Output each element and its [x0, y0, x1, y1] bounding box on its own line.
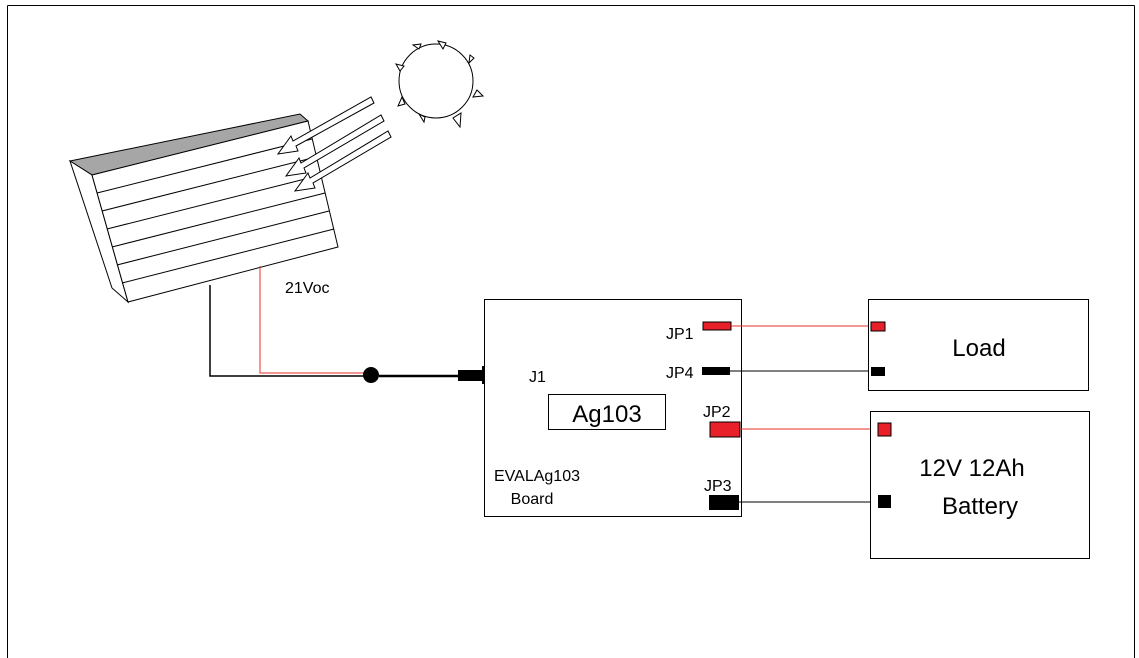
jp4-connector: [702, 367, 730, 375]
light-ray-arrow-icon: [284, 114, 385, 177]
load-positive-terminal: [870, 321, 886, 332]
frame-border: [7, 5, 1135, 658]
junction-dot: [363, 367, 379, 383]
panel-positive-lead: [259, 266, 370, 374]
voltage-label: 21Voc: [285, 280, 329, 297]
board-name-line1: EVALAg103: [494, 468, 580, 485]
solar-panel-icon: [68, 113, 339, 304]
jp3-label: JP3: [704, 478, 732, 495]
load-label: Load: [952, 335, 1005, 362]
jp4-label: JP4: [666, 365, 694, 382]
light-rays: [276, 96, 392, 192]
j1-label: J1: [529, 369, 546, 386]
load-negative-terminal: [871, 367, 885, 376]
battery-box: [870, 411, 1090, 559]
sun-icon: [394, 40, 485, 129]
jp2-connector: [709, 421, 741, 438]
light-ray-arrow-icon: [293, 130, 392, 192]
j1-plug: [458, 370, 484, 381]
jp1-connector: [702, 321, 732, 331]
panel-negative-lead: [209, 285, 370, 377]
light-ray-arrow-icon: [276, 96, 375, 155]
jp2-label: JP2: [703, 404, 731, 421]
panel-front-face: [91, 120, 339, 303]
battery-positive-terminal: [877, 422, 892, 437]
jp1-label: JP1: [666, 326, 694, 343]
chip-label: Ag103: [572, 401, 641, 428]
load-box: [868, 299, 1089, 391]
battery-label-line2: Battery: [942, 493, 1018, 520]
ag103-chip: [548, 394, 666, 430]
battery-negative-terminal: [878, 495, 891, 508]
panel-cell-lines: [96, 138, 335, 284]
board-name-line2: Board: [511, 491, 554, 508]
jp3-connector: [709, 495, 739, 510]
battery-label-line1: 12V 12Ah: [919, 455, 1024, 482]
